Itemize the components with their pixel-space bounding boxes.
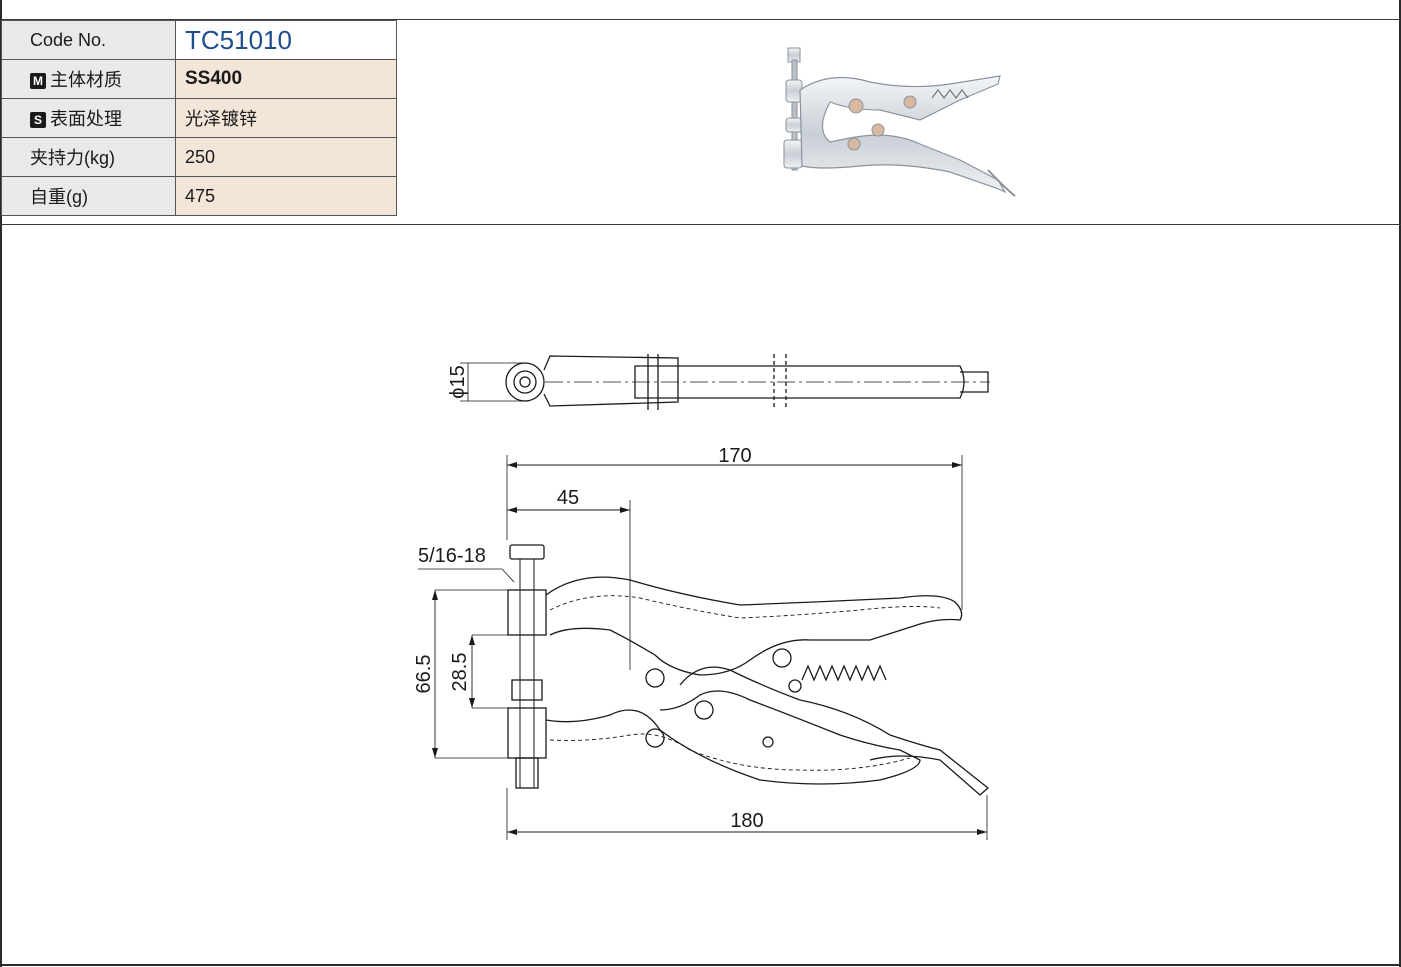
dim-thread: 5/16-18: [418, 545, 486, 567]
top-rule: [0, 19, 1401, 20]
right-border: [1399, 0, 1401, 967]
pivot-top-view: [505, 362, 545, 402]
spec-value-code: TC51010: [175, 20, 397, 60]
spec-label: 自重(g): [1, 176, 176, 216]
dim-45: 45: [557, 487, 579, 509]
dim-170: 170: [718, 445, 751, 467]
material-tag-icon: M: [30, 73, 46, 89]
spec-label: 表面处理: [50, 109, 122, 129]
spec-label: Code No.: [1, 20, 176, 60]
bottom-border: [0, 964, 1401, 966]
dim-180: 180: [730, 810, 763, 832]
spec-value-material: SS400: [175, 59, 397, 99]
spec-value-force: 250: [175, 137, 397, 177]
spec-value-weight: 475: [175, 176, 397, 216]
spec-label: 主体材质: [50, 70, 122, 90]
spec-row-code: Code No. TC51010: [1, 20, 397, 60]
technical-drawing: 170 45 5/16-18 180 66.5 28.5 ϕ15: [413, 354, 990, 840]
spec-value-surface: 光泽镀锌: [175, 98, 397, 138]
spec-row-weight: 自重(g) 475: [1, 176, 397, 216]
dim-28-5: 28.5: [449, 653, 471, 692]
dim-66-5: 66.5: [413, 655, 435, 694]
product-photo: [783, 47, 1016, 197]
spec-label: 夹持力(kg): [1, 137, 176, 177]
section-divider: [0, 224, 1401, 225]
left-border: [0, 0, 2, 967]
surface-tag-icon: S: [30, 112, 46, 128]
dim-diameter: ϕ15: [447, 365, 469, 398]
spec-row-force: 夹持力(kg) 250: [1, 137, 397, 177]
